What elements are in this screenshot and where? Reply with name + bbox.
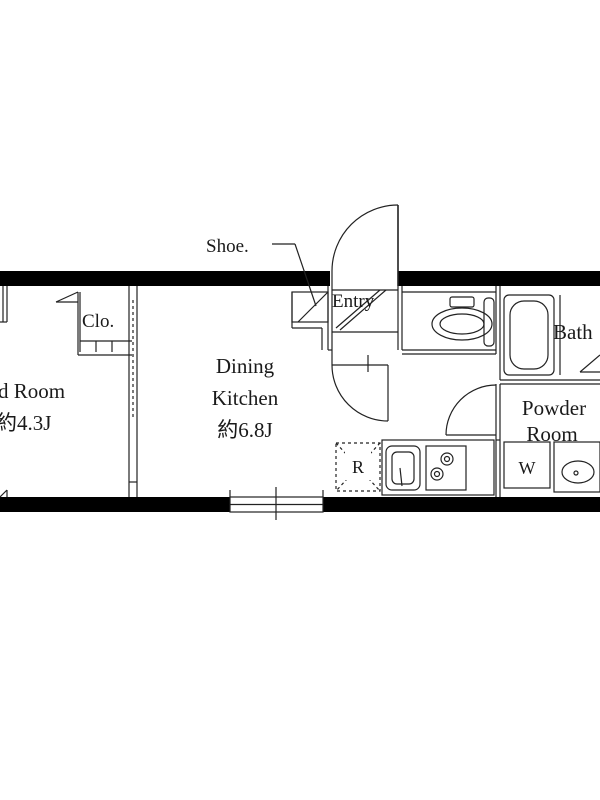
washbasin-fixture [553,441,600,493]
closet-label: Clo. [82,311,114,332]
kitchen-counter [381,439,495,496]
entry-door [331,204,399,286]
washer-space [503,441,551,489]
bottom-wall-left [0,497,230,512]
interior-doors [55,291,600,436]
bathtub-fixture [503,294,561,376]
dining-label-line2: Kitchen [212,386,279,410]
powder-label-line2: Room [526,422,577,446]
stove-burner-icon [430,452,454,481]
top-wall-right [398,271,600,286]
bottom-wall-right [323,497,600,512]
bedroom-size-label: 約4.3J [0,411,51,435]
top-wall-left [0,271,330,286]
labels: Shoe. Entry Clo. d Room 約4.3J Dining Kit… [0,236,593,478]
refrigerator-space [335,442,381,492]
refrigerator-label: R [352,457,364,477]
dining-label-line1: Dining [216,354,275,378]
dining-size-label: 約6.8J [217,418,272,442]
exterior-walls [0,271,600,512]
bath-label: Bath [553,320,593,344]
toilet-fixture [431,296,495,347]
shoe-leader-line [272,243,317,307]
window-bottom [229,487,324,520]
entry-label: Entry [332,291,375,312]
washer-label: W [519,458,536,478]
bedroom-name-label: d Room [0,379,65,403]
shoe-label: Shoe. [206,236,249,257]
powder-label-line1: Powder [522,396,586,420]
